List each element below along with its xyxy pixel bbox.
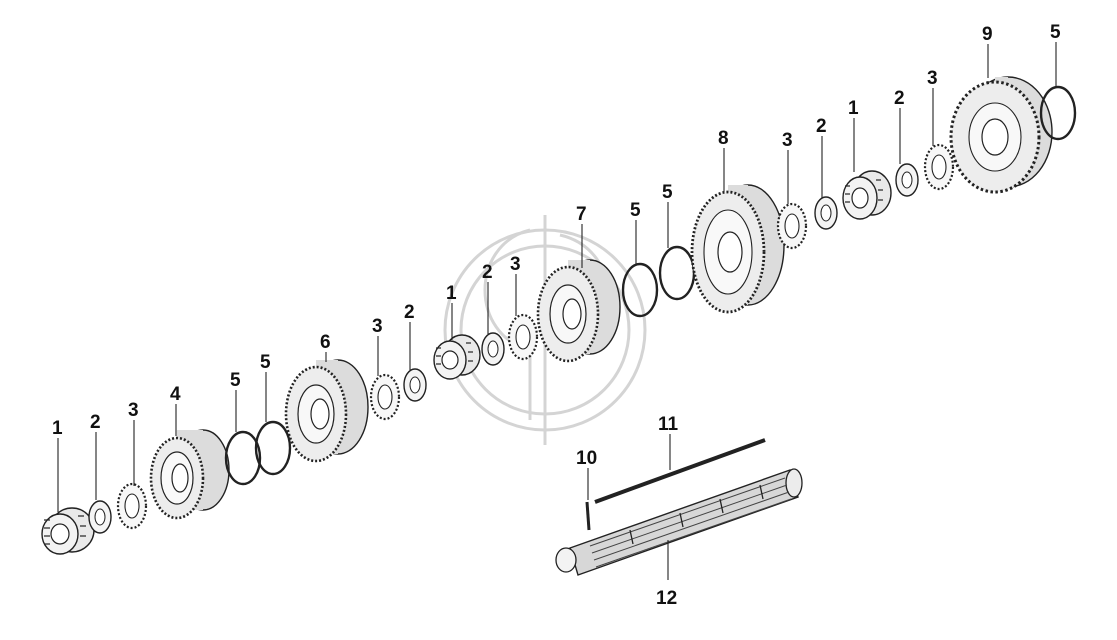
callout-5: 5 xyxy=(630,200,641,221)
part-bearing-1b xyxy=(433,334,481,380)
callout-3: 3 xyxy=(510,254,521,275)
part-toothed-washer-3c xyxy=(507,313,539,361)
part-washer-2e xyxy=(895,163,919,197)
part-snap-ring-5a xyxy=(224,430,262,486)
callout-1: 1 xyxy=(848,98,859,119)
callout-5: 5 xyxy=(662,182,673,203)
callout-3: 3 xyxy=(927,68,938,89)
part-splined-shaft-12 xyxy=(555,468,803,576)
leader-lines xyxy=(57,42,1057,580)
callout-2: 2 xyxy=(90,412,101,433)
part-gear-7 xyxy=(536,259,621,363)
part-washer-2d xyxy=(814,196,838,230)
callout-9: 9 xyxy=(982,24,993,45)
callout-7: 7 xyxy=(576,204,587,225)
part-toothed-washer-3d xyxy=(776,202,808,250)
callout-4: 4 xyxy=(170,384,181,405)
callouts: 1 2 3 4 5 5 6 3 2 1 2 3 7 5 5 8 3 2 1 2 … xyxy=(52,22,1061,609)
callout-5: 5 xyxy=(260,352,271,373)
part-snap-ring-5c xyxy=(621,262,659,318)
part-rod-11 xyxy=(594,438,766,507)
callout-8: 8 xyxy=(718,128,729,149)
part-toothed-washer-3e xyxy=(923,143,955,191)
part-gear-8 xyxy=(690,184,785,314)
part-bearing-1 xyxy=(41,507,95,555)
callout-11: 11 xyxy=(658,414,679,435)
part-snap-ring-5b xyxy=(254,420,292,476)
part-snap-ring-5e xyxy=(1039,85,1077,141)
part-gear-9 xyxy=(949,76,1053,194)
callout-3: 3 xyxy=(782,130,793,151)
part-toothed-washer-3 xyxy=(116,482,148,530)
part-gear-4 xyxy=(149,429,230,520)
callout-5: 5 xyxy=(230,370,241,391)
callout-1: 1 xyxy=(446,283,457,304)
callout-2: 2 xyxy=(482,262,493,283)
part-toothed-washer-3b xyxy=(369,373,401,421)
callout-6: 6 xyxy=(320,332,331,353)
callout-1: 1 xyxy=(52,418,63,439)
part-washer-2b xyxy=(403,368,427,402)
part-washer-2 xyxy=(88,500,112,534)
callout-2: 2 xyxy=(404,302,415,323)
part-gear-6 xyxy=(284,359,369,463)
part-pin-10 xyxy=(585,501,591,531)
callout-10: 10 xyxy=(576,448,597,469)
callout-12: 12 xyxy=(656,588,677,609)
part-snap-ring-5d xyxy=(658,245,696,301)
callout-5: 5 xyxy=(1050,22,1061,43)
callout-3: 3 xyxy=(128,400,139,421)
callout-2: 2 xyxy=(816,116,827,137)
callout-2: 2 xyxy=(894,88,905,109)
part-washer-2c xyxy=(481,332,505,366)
callout-3: 3 xyxy=(372,316,383,337)
part-bearing-1c xyxy=(842,170,892,220)
